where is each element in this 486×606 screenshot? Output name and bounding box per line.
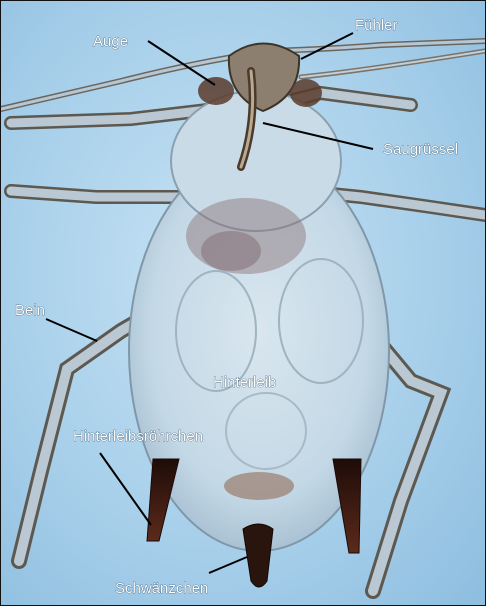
label-bein: Bein	[15, 302, 45, 319]
label-hinterleibsroehrchen: Hinterleibsröhrchen	[73, 428, 203, 445]
label-auge: Auge	[93, 33, 128, 50]
label-hinterleib: Hinterleib	[213, 374, 276, 391]
label-fuehler: Fühler	[355, 17, 398, 34]
label-schwaenzchen: Schwänzchen	[115, 580, 208, 597]
label-saugruessel: Saugrüssel	[383, 141, 458, 158]
